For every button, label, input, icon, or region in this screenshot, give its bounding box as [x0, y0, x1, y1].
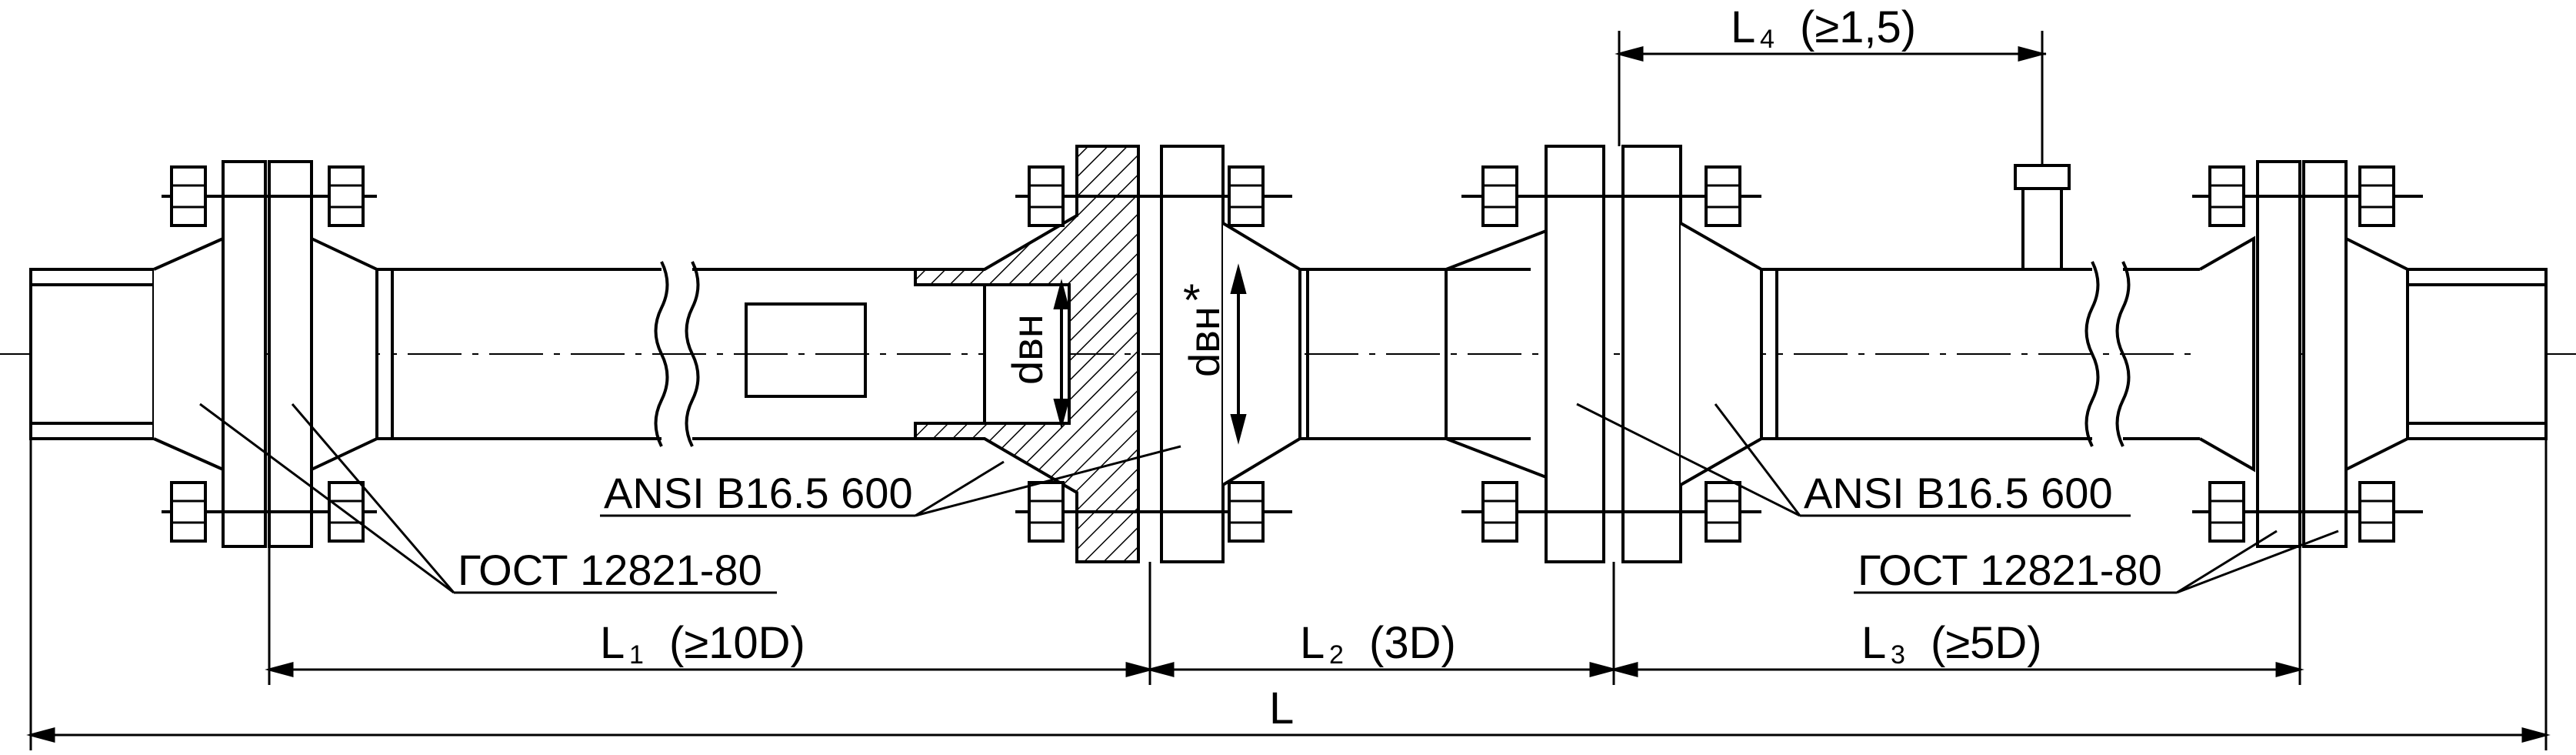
- inner-diameter-star-label: dвн: [1180, 306, 1228, 377]
- l3-label: L: [1861, 618, 1886, 668]
- inner-diameter-label: dвн: [1003, 314, 1051, 385]
- total-length-label: L: [1269, 683, 1294, 733]
- right-end-fitting: [2199, 160, 2548, 548]
- ansi-flange-bolts: [1015, 165, 1292, 543]
- l4-value: (≥1,5): [1800, 2, 1916, 52]
- l3-subscript: 3: [1891, 640, 1905, 670]
- l2-value: (3D): [1369, 618, 1456, 668]
- left-end-fitting: [29, 160, 394, 548]
- right-pipe-section: [1761, 164, 2200, 447]
- gost-label-left: ГОСТ 12821-80: [458, 546, 762, 594]
- ansi-label-right: ANSI B16.5 600: [1804, 469, 2113, 517]
- l1-label: L: [600, 618, 625, 668]
- l2-subscript: 2: [1329, 640, 1344, 670]
- l1-value: (≥10D): [669, 618, 805, 668]
- l2-label: L: [1300, 618, 1325, 668]
- l1-subscript: 1: [629, 640, 644, 670]
- star-mark: *: [1183, 276, 1201, 326]
- inner-diameter-markers: [1053, 263, 1247, 445]
- right-flange-bolts: [2192, 165, 2423, 543]
- l4-label: L: [1731, 2, 1755, 52]
- left-pipe-section: [377, 261, 915, 447]
- l4-subscript: 4: [1760, 25, 1775, 54]
- l3-value: (≥5D): [1931, 618, 2042, 668]
- ansi-label-left: ANSI B16.5 600: [604, 469, 913, 517]
- left-flange-bolts: [162, 165, 377, 543]
- leader-lines: [199, 403, 2339, 594]
- middle-flange-bolts: [1461, 165, 1761, 543]
- middle-flange: [1545, 145, 1763, 563]
- dimension-lines: [26, 31, 2551, 750]
- gost-label-right: ГОСТ 12821-80: [1858, 546, 2162, 594]
